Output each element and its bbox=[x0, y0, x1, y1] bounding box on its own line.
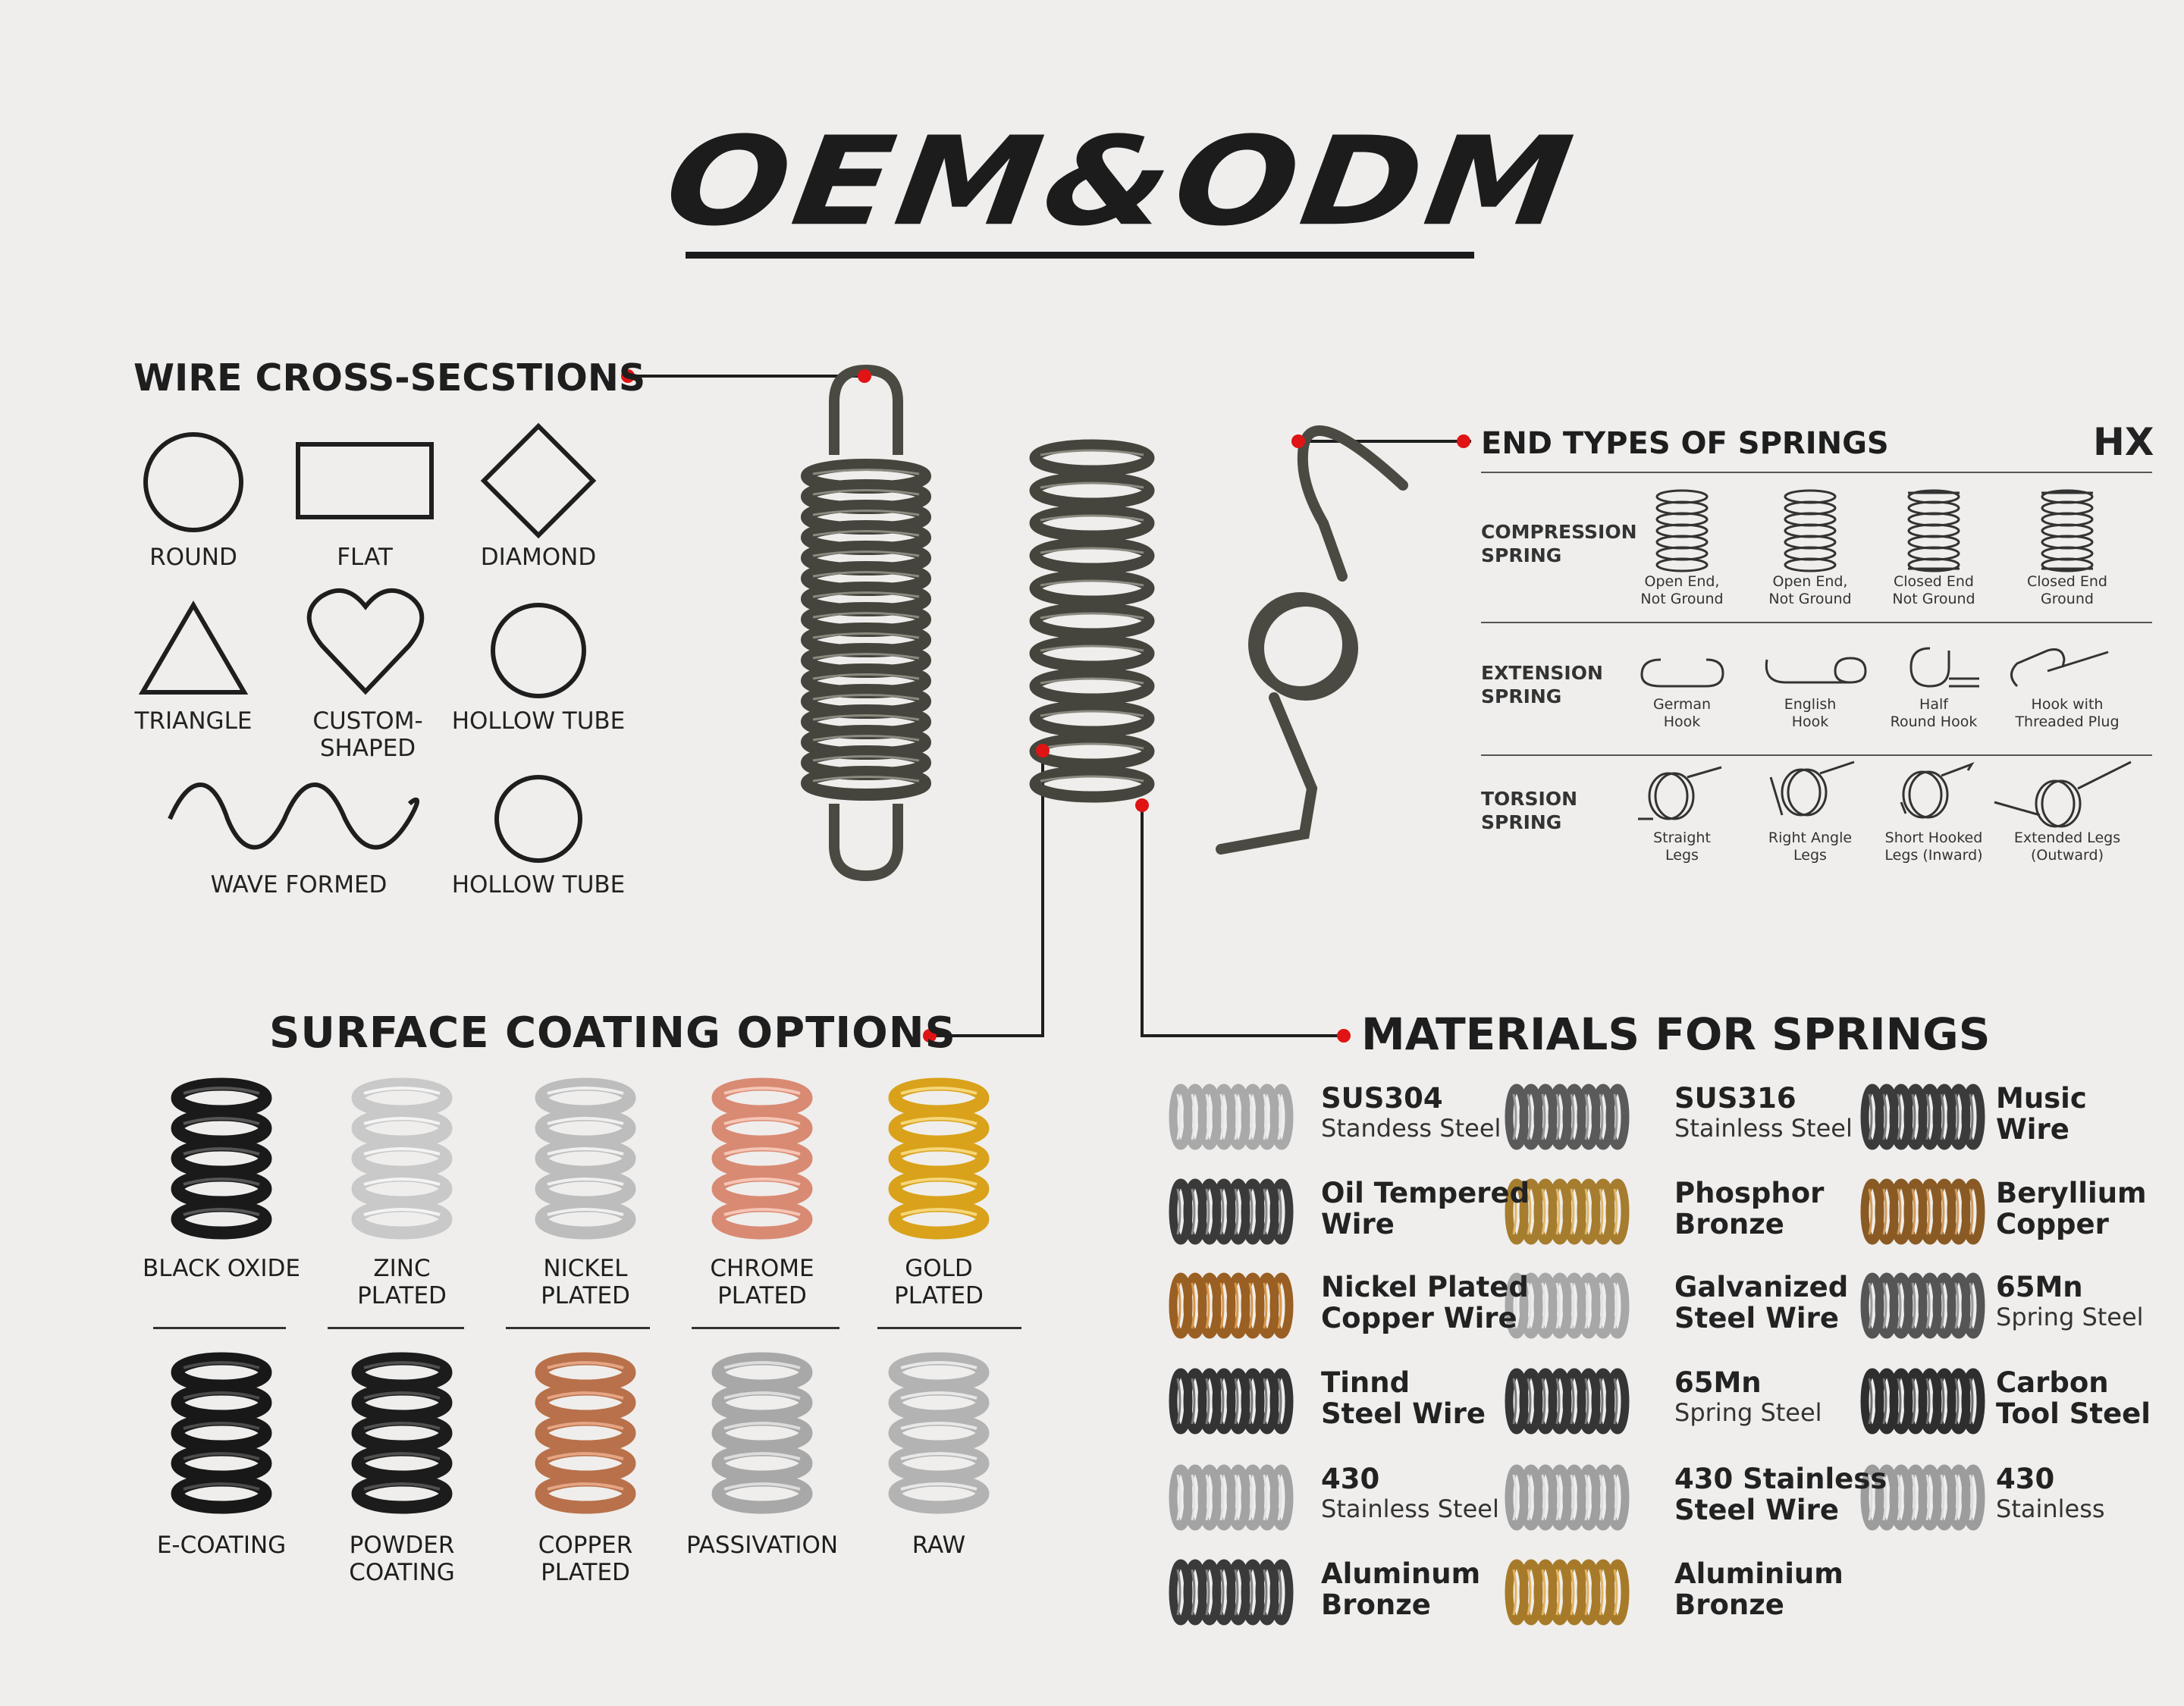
red-dots bbox=[621, 369, 1470, 1043]
coating-section-title: SURFACE COATING OPTIONS bbox=[269, 1008, 956, 1058]
material-name: Nickel Plated Copper Wire bbox=[1321, 1271, 1529, 1334]
material-name: Oil Tempered Wire bbox=[1321, 1177, 1530, 1240]
material-name: Tinnd Steel Wire bbox=[1321, 1366, 1486, 1430]
end-item-label: Open End, Not Ground bbox=[1640, 573, 1724, 607]
material-item: Aluminum Bronze bbox=[1321, 1558, 1480, 1620]
shape-label-wave: WAVE FORMED bbox=[210, 871, 388, 898]
end-item-label: German Hook bbox=[1652, 696, 1712, 730]
coating-label: GOLD PLATED bbox=[894, 1255, 984, 1309]
coat-rule bbox=[153, 1327, 286, 1329]
material-item: 430 Stainless Steel Wire bbox=[1674, 1463, 1887, 1526]
material-item: Aluminium Bronze bbox=[1674, 1558, 1844, 1620]
material-name: Music Wire bbox=[1996, 1082, 2087, 1146]
material-subtitle: Spring Steel bbox=[1996, 1303, 2144, 1331]
wire-section-title: WIRE CROSS-SECSTIONS bbox=[133, 356, 646, 400]
material-name: 65Mn bbox=[1996, 1271, 2083, 1303]
end-item-label: English Hook bbox=[1784, 696, 1837, 730]
coat-rule bbox=[877, 1327, 1021, 1329]
coating-label: BLACK OXIDE bbox=[143, 1255, 300, 1282]
coating-label: ZINC PLATED bbox=[357, 1255, 447, 1309]
coat-rule bbox=[506, 1327, 650, 1329]
material-subtitle: Stainless Steel bbox=[1321, 1494, 1499, 1523]
shape-label-hollow-tube: HOLLOW TUBE bbox=[451, 707, 626, 735]
end-row-compression: COMPRESSION SPRING bbox=[1481, 521, 1637, 566]
material-name: Aluminium Bronze bbox=[1674, 1557, 1844, 1621]
end-rule bbox=[1481, 622, 2152, 623]
end-item-label: Right Angle Legs bbox=[1768, 829, 1853, 864]
compression-spring-photo bbox=[1029, 439, 1155, 803]
material-subtitle: Spring Steel bbox=[1674, 1398, 1822, 1427]
shape-label-hollow-tube-2: HOLLOW TUBE bbox=[451, 871, 626, 898]
end-item-label: Straight Legs bbox=[1653, 829, 1711, 864]
torsion-spring-photo bbox=[1216, 425, 1408, 855]
material-name: Phosphor Bronze bbox=[1674, 1177, 1825, 1240]
coating-label: PASSIVATION bbox=[686, 1532, 839, 1559]
material-name: SUS316 bbox=[1674, 1082, 1796, 1115]
end-item-label: Closed End Not Ground bbox=[1892, 573, 1975, 607]
connector-lines bbox=[628, 375, 1471, 1037]
end-row-extension: EXTENSION SPRING bbox=[1481, 662, 1603, 707]
shape-label-diamond: DIAMOND bbox=[480, 544, 597, 571]
material-name: Aluminum Bronze bbox=[1321, 1557, 1481, 1621]
coating-label: RAW bbox=[912, 1532, 966, 1559]
end-item-label: Half Round Hook bbox=[1890, 696, 1978, 730]
materials-section-title: MATERIALS FOR SPRINGS bbox=[1361, 1008, 1991, 1060]
material-name: Galvanized Steel Wire bbox=[1674, 1271, 1849, 1334]
material-subtitle: Stainless bbox=[1996, 1494, 2105, 1523]
material-name: 430 bbox=[1996, 1463, 2055, 1495]
extension-spring-photo bbox=[801, 364, 931, 882]
end-rule bbox=[1481, 754, 2152, 756]
title-underline bbox=[686, 252, 1474, 259]
end-item-label: Short Hooked Legs (Inward) bbox=[1884, 829, 1983, 864]
shape-label-triangle: TRIANGLE bbox=[134, 707, 253, 735]
material-item: Phosphor Bronze bbox=[1674, 1178, 1824, 1240]
end-item-label: Open End, Not Ground bbox=[1768, 573, 1852, 607]
shape-label-custom: CUSTOM- SHAPED bbox=[312, 707, 423, 762]
end-item-label: Hook with Threaded Plug bbox=[2015, 696, 2120, 730]
end-item-label: Extended Legs (Outward) bbox=[2013, 829, 2121, 864]
material-subtitle: Standess Steel bbox=[1321, 1114, 1502, 1143]
end-rule bbox=[1481, 472, 2152, 473]
end-types-title: END TYPES OF SPRINGS bbox=[1481, 426, 1889, 461]
coating-label: CHROME PLATED bbox=[710, 1255, 814, 1309]
material-item: Oil Tempered Wire bbox=[1321, 1178, 1530, 1240]
coat-rule bbox=[328, 1327, 464, 1329]
shape-label-flat: FLAT bbox=[337, 544, 393, 571]
material-name: 430 Stainless Steel Wire bbox=[1674, 1463, 1887, 1526]
material-item: Nickel Plated Copper Wire bbox=[1321, 1272, 1529, 1334]
material-name: SUS304 bbox=[1321, 1082, 1443, 1115]
end-item-label: Closed End Ground bbox=[2027, 573, 2107, 607]
brand-mark: HX bbox=[2093, 420, 2154, 464]
coating-label: E-COATING bbox=[156, 1532, 287, 1559]
end-row-torsion: TORSION SPRING bbox=[1481, 788, 1578, 833]
material-name: Carbon Tool Steel bbox=[1996, 1366, 2151, 1430]
material-name: Beryllium Copper bbox=[1996, 1177, 2147, 1240]
material-item: Tinnd Steel Wire bbox=[1321, 1367, 1486, 1429]
material-name: 430 bbox=[1321, 1463, 1380, 1495]
material-subtitle: Stainless Steel bbox=[1674, 1114, 1853, 1143]
coating-label: POWDER COATING bbox=[349, 1532, 455, 1586]
material-name: 65Mn bbox=[1674, 1366, 1762, 1399]
coating-label: COPPER PLATED bbox=[538, 1532, 633, 1586]
material-item: Galvanized Steel Wire bbox=[1674, 1272, 1848, 1334]
coating-label: NICKEL PLATED bbox=[541, 1255, 630, 1309]
shape-label-round: ROUND bbox=[149, 544, 237, 571]
coat-rule bbox=[692, 1327, 839, 1329]
material-item: Beryllium Copper bbox=[1996, 1178, 2147, 1240]
material-item: Music Wire bbox=[1996, 1083, 2087, 1145]
material-item: Carbon Tool Steel bbox=[1996, 1367, 2151, 1429]
